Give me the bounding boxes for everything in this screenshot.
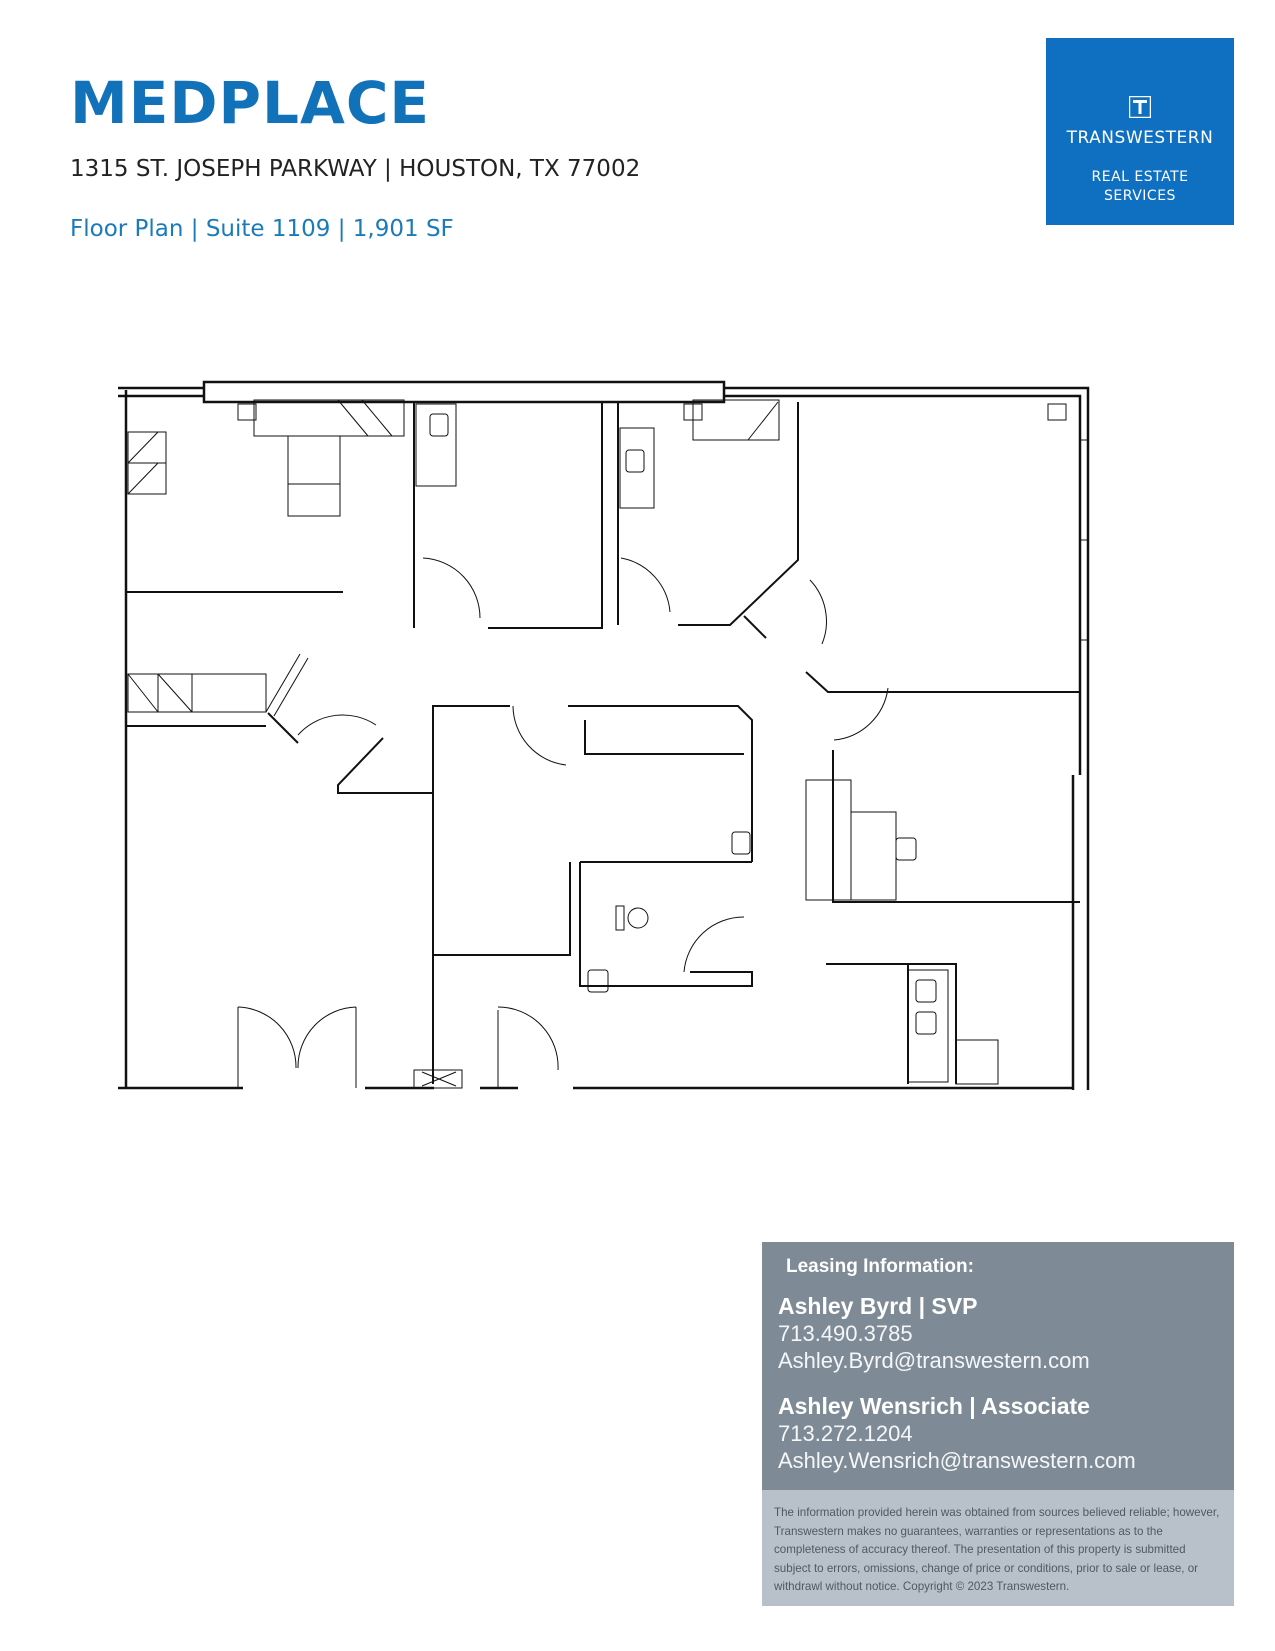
page-title: MEDPLACE <box>70 69 431 137</box>
transwestern-logo: TRANSWESTERN REAL ESTATE SERVICES <box>1046 38 1234 225</box>
contact-card: Ashley Wensrich | Associate 713.272.1204… <box>778 1392 1136 1474</box>
window-mullions <box>237 403 1088 641</box>
floor-plan-drawing <box>118 380 1090 1090</box>
logo-name: TRANSWESTERN <box>1066 128 1214 148</box>
property-address: 1315 ST. JOSEPH PARKWAY | HOUSTON, TX 77… <box>70 156 641 182</box>
contact-email: Ashley.Wensrich@transwestern.com <box>778 1448 1136 1473</box>
casework <box>127 399 999 1089</box>
floor-plan-subtitle: Floor Plan | Suite 1109 | 1,901 SF <box>70 216 454 242</box>
contact-card: Ashley Byrd | SVP 713.490.3785 Ashley.By… <box>778 1292 1090 1374</box>
legal-disclaimer: The information provided herein was obta… <box>762 1490 1234 1606</box>
door-swings <box>237 557 889 1088</box>
contact-phone: 713.490.3785 <box>778 1321 913 1346</box>
logo-tagline: REAL ESTATE SERVICES <box>1046 168 1234 206</box>
leasing-information-panel: Leasing Information: Ashley Byrd | SVP 7… <box>762 1242 1234 1490</box>
leasing-heading: Leasing Information: <box>786 1256 974 1277</box>
contact-email: Ashley.Byrd@transwestern.com <box>778 1348 1090 1373</box>
contact-name: Ashley Byrd | SVP <box>778 1293 978 1319</box>
interior-walls <box>126 402 1080 1084</box>
transwestern-t-logo-icon <box>1129 96 1151 118</box>
contact-name: Ashley Wensrich | Associate <box>778 1393 1090 1419</box>
chairs <box>429 413 937 1035</box>
contact-phone: 713.272.1204 <box>778 1421 913 1446</box>
logo-tagline-line-2: SERVICES <box>1104 188 1176 204</box>
logo-tagline-line-1: REAL ESTATE <box>1091 169 1189 185</box>
